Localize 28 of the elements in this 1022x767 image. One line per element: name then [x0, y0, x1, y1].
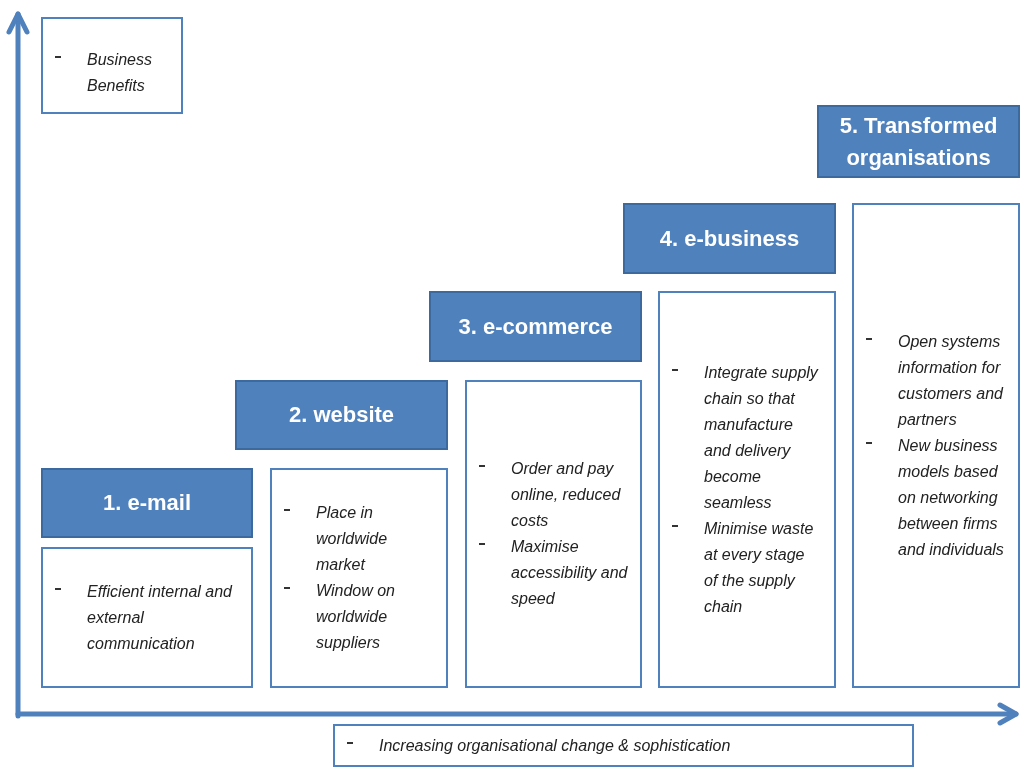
- stage-header: [623, 203, 836, 274]
- bullet-text: Maximise accessibility and speed: [511, 537, 628, 609]
- stage-header: [429, 291, 642, 362]
- bullet-text: Efficient internal and external communication: [87, 581, 234, 654]
- bullet-text: Increasing organisational change & sophistication: [379, 735, 731, 756]
- stage-title: 2. website: [288, 401, 395, 429]
- axis-label-box: [333, 724, 914, 767]
- stage-title: 3. e-commerce: [458, 312, 613, 341]
- stage-title: 1. e-mail: [102, 489, 191, 517]
- bullet-text: Integrate supply chain so that manufacture and delivery become seamless: [704, 362, 820, 513]
- description-box: [852, 203, 1020, 688]
- stage-header: [235, 380, 448, 450]
- description-box: [465, 380, 642, 688]
- stage-title: 5. Transformed organisations: [838, 111, 999, 172]
- description-box: [658, 291, 836, 688]
- bullet-text: Business Benefits: [87, 50, 153, 96]
- bullet-text: Open systems information for customers and partners: [898, 331, 1005, 430]
- description-box: [41, 547, 253, 688]
- stage-header: [41, 468, 253, 538]
- stage-header: [817, 105, 1020, 178]
- stage-title: 4. e-business: [659, 224, 800, 253]
- bullet-text: Window on worldwide suppliers: [316, 581, 396, 653]
- bullet-text: New business models based on networking between firms and individuals: [898, 435, 1005, 560]
- bullet-text: Order and pay online, reduced costs: [511, 459, 622, 531]
- description-box: [270, 468, 448, 688]
- bullet-text: Minimise waste at every stage of the supply chain: [704, 518, 815, 617]
- bullet-text: Place in worldwide market: [316, 503, 389, 575]
- axis-label-box: [41, 17, 183, 114]
